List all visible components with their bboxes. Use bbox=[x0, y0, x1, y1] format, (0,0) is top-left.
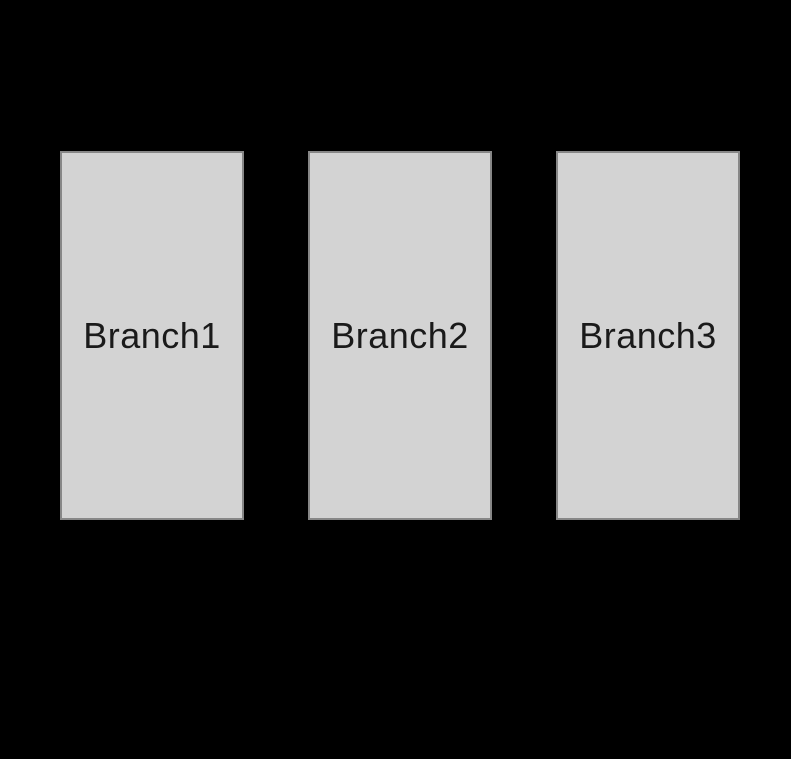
branch-box-2: Branch2 bbox=[308, 151, 492, 520]
branch-1-label: Branch1 bbox=[83, 314, 221, 356]
branch-3-label: Branch3 bbox=[579, 314, 717, 356]
branch-box-1: Branch1 bbox=[60, 151, 244, 520]
branch-box-3: Branch3 bbox=[556, 151, 740, 520]
branch-2-label: Branch2 bbox=[331, 314, 469, 356]
